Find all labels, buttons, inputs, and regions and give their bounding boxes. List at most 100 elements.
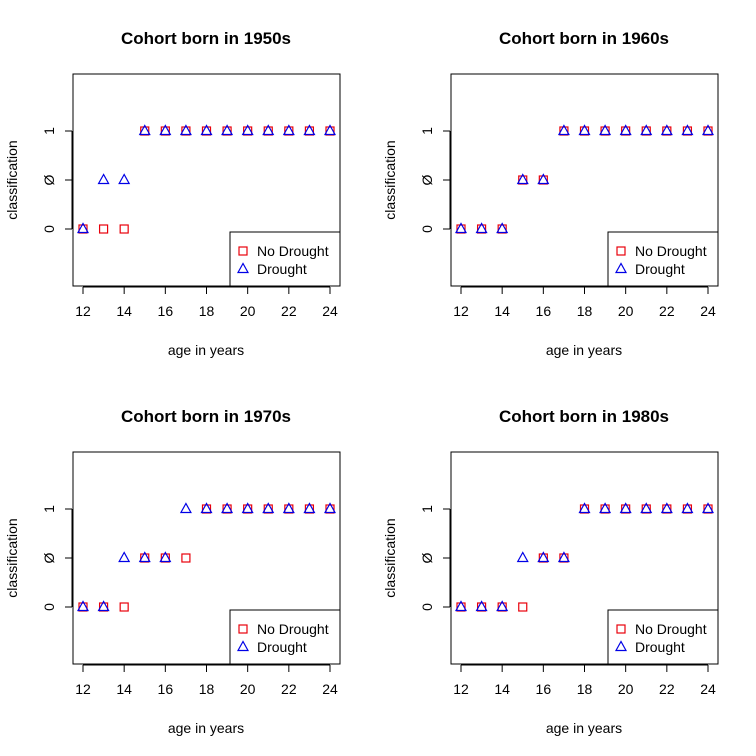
drought-point — [323, 502, 337, 514]
drought-point — [660, 124, 673, 136]
drought-point — [537, 551, 550, 563]
x-tick-label: 16 — [158, 681, 174, 697]
drought-point — [221, 124, 234, 136]
x-tick-label: 20 — [240, 681, 256, 697]
drought-point — [76, 222, 90, 234]
drought-point — [159, 124, 172, 136]
chart-title: Cohort born in 1970s — [121, 407, 291, 426]
legend-box — [229, 609, 341, 665]
x-tick-label: 14 — [116, 303, 132, 319]
drought-point — [241, 502, 254, 514]
x-tick-label: 12 — [75, 303, 91, 319]
x-tick-label: 20 — [240, 303, 256, 319]
drought-point — [516, 551, 529, 563]
chart-title: Cohort born in 1960s — [499, 29, 669, 48]
drought-point — [454, 600, 468, 612]
legend-triangle-marker — [236, 640, 250, 652]
drought-point — [619, 124, 632, 136]
drought-point — [701, 502, 715, 514]
legend-square-marker — [238, 246, 248, 256]
drought-point — [681, 124, 694, 136]
drought-point — [323, 124, 337, 136]
x-axis-label: age in years — [168, 342, 244, 358]
x-tick-label: 16 — [536, 681, 552, 697]
x-tick-label: 16 — [536, 303, 552, 319]
legend-triangle-marker — [614, 262, 628, 274]
x-tick-label: 24 — [700, 681, 716, 697]
drought-point — [303, 502, 316, 514]
y-axis-label: classification — [4, 140, 20, 219]
drought-point — [179, 124, 192, 136]
drought-point — [200, 124, 213, 136]
drought-point — [516, 173, 529, 185]
y-axis-label: classification — [382, 140, 398, 219]
drought-point — [303, 124, 316, 136]
x-tick-label: 14 — [494, 303, 510, 319]
no-drought-point — [98, 224, 109, 234]
x-tick-label: 18 — [199, 303, 215, 319]
drought-point — [619, 502, 632, 514]
x-tick-label: 12 — [453, 303, 469, 319]
drought-point — [578, 124, 591, 136]
y-tick-label: 0 — [41, 603, 57, 611]
plot-frame — [72, 73, 341, 287]
drought-point — [557, 551, 570, 563]
y-tick-label: 0 — [41, 225, 57, 233]
x-axis-label: age in years — [546, 720, 622, 736]
legend-label: No Drought — [635, 621, 707, 637]
x-tick-label: 22 — [281, 303, 297, 319]
drought-point — [640, 124, 653, 136]
x-tick-label: 22 — [659, 303, 675, 319]
x-tick-label: 12 — [75, 681, 91, 697]
drought-point — [282, 124, 295, 136]
plot-frame — [450, 73, 719, 287]
plot-frame — [72, 451, 341, 665]
drought-point — [681, 502, 694, 514]
y-tick-label: 0 — [419, 225, 435, 233]
legend-label: Drought — [635, 261, 685, 277]
y-tick-label: Ø — [419, 552, 435, 563]
x-tick-label: 20 — [618, 681, 634, 697]
no-drought-point — [518, 602, 528, 612]
x-tick-label: 14 — [494, 681, 510, 697]
x-tick-label: 18 — [577, 681, 593, 697]
x-tick-label: 16 — [158, 303, 174, 319]
legend-square-marker — [616, 624, 626, 634]
drought-point — [701, 124, 715, 136]
chart-title: Cohort born in 1980s — [499, 407, 669, 426]
drought-point — [159, 551, 172, 563]
drought-point — [262, 124, 275, 136]
drought-point — [475, 222, 488, 234]
drought-point — [262, 502, 275, 514]
drought-point — [660, 502, 673, 514]
no-drought-point — [181, 553, 191, 563]
y-tick-label: Ø — [419, 174, 435, 185]
legend-label: No Drought — [257, 243, 329, 259]
drought-point — [200, 502, 213, 514]
legend-box — [607, 609, 719, 665]
legend-box — [229, 231, 341, 287]
no-drought-point — [119, 602, 129, 612]
drought-point — [599, 124, 612, 136]
y-axis-label: classification — [4, 518, 20, 597]
drought-point — [496, 222, 509, 234]
no-drought-point — [119, 224, 129, 234]
legend-box — [607, 231, 719, 287]
y-tick-label: 1 — [41, 127, 57, 135]
x-axis-label: age in years — [546, 342, 622, 358]
drought-point — [97, 173, 110, 185]
legend-triangle-marker — [614, 640, 628, 652]
drought-point — [118, 173, 131, 185]
x-tick-label: 12 — [453, 681, 469, 697]
x-tick-label: 24 — [322, 303, 338, 319]
x-tick-label: 18 — [577, 303, 593, 319]
drought-point — [282, 502, 295, 514]
x-tick-label: 22 — [659, 681, 675, 697]
y-tick-label: 1 — [41, 505, 57, 513]
